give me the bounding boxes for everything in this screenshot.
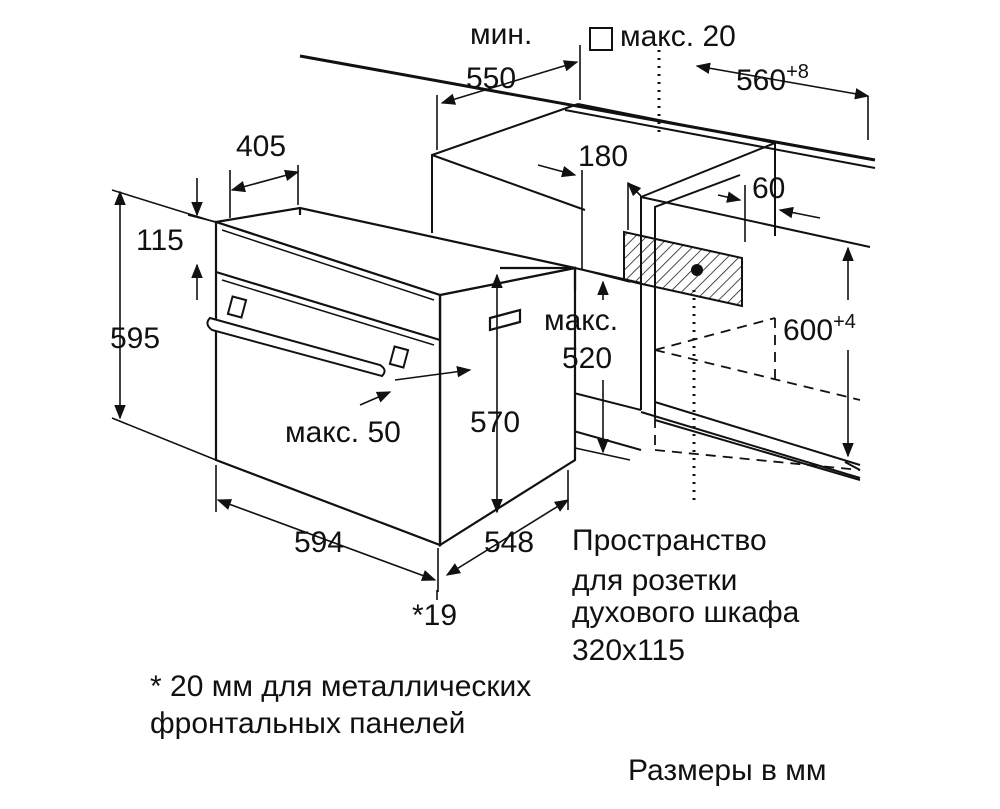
checkbox-icon xyxy=(589,27,613,51)
label-560-value: 560 xyxy=(736,64,786,97)
label-max50: макс. 50 xyxy=(285,416,401,449)
countertop xyxy=(299,54,876,169)
label-max520-line2: 520 xyxy=(562,342,612,375)
label-min: мин. xyxy=(470,18,532,51)
label-600-tolerance: +4 xyxy=(833,311,856,333)
units-note: Размеры в мм xyxy=(628,754,827,787)
label-19: *19 xyxy=(412,599,457,632)
label-595: 595 xyxy=(110,322,160,355)
label-115: 115 xyxy=(136,224,184,257)
socket-note-line3: духового шкафа xyxy=(572,596,800,629)
socket-note-line2: для розетки xyxy=(572,564,737,597)
label-570: 570 xyxy=(470,406,520,439)
oven xyxy=(214,206,577,547)
oven-handle xyxy=(206,295,410,378)
label-max520-line1: макс. xyxy=(544,304,618,337)
label-600-value: 600 xyxy=(783,314,833,347)
socket-note-line1: Пространство xyxy=(572,524,767,557)
label-550: 550 xyxy=(466,62,516,95)
dimension-lines xyxy=(111,45,870,600)
label-560-tolerance: +8 xyxy=(786,61,809,83)
label-594: 594 xyxy=(294,526,344,559)
label-405: 405 xyxy=(236,130,286,163)
centerline xyxy=(657,50,696,500)
label-560: 560+8 xyxy=(736,61,809,97)
label-60: 60 xyxy=(752,172,785,205)
socket-note-line4: 320x115 xyxy=(572,634,685,667)
label-180: 180 xyxy=(578,140,628,173)
label-600: 600+4 xyxy=(783,311,856,347)
label-max20: макс. 20 xyxy=(620,20,736,53)
footnote-line1: * 20 мм для металлических xyxy=(150,670,531,703)
socket-space xyxy=(623,230,743,308)
label-548: 548 xyxy=(484,526,534,559)
hidden-edges xyxy=(654,317,861,471)
footnote-line2: фронтальных панелей xyxy=(150,707,465,740)
